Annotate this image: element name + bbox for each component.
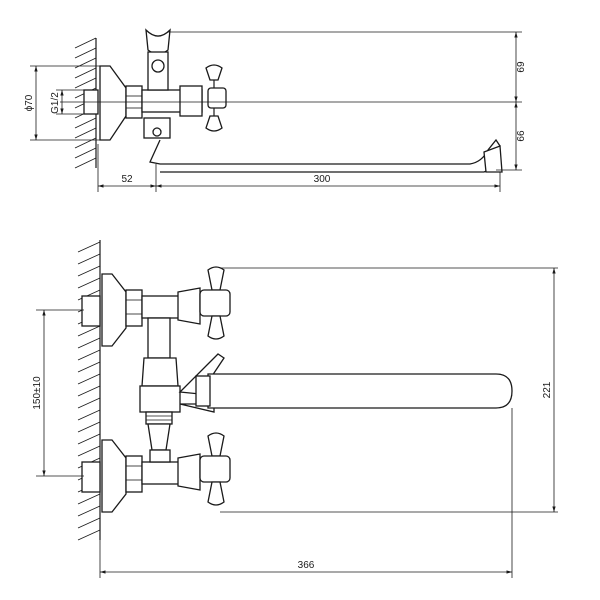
- label-flange-diameter: ϕ70: [24, 94, 35, 111]
- mixer-column: [139, 317, 181, 463]
- spout-front: [207, 373, 513, 409]
- dim-vertical-top: 69 66: [514, 32, 527, 170]
- dim-horizontal-top: 52 300: [97, 144, 501, 192]
- cross-handle-upper: [199, 266, 231, 340]
- dim-total-length: 366: [100, 560, 512, 574]
- shower-holder: [145, 28, 171, 55]
- cross-handle-lower: [199, 432, 231, 506]
- upper-inlet: [81, 273, 201, 347]
- label-wall-offset: 52: [121, 174, 133, 185]
- label-inlet-spacing: 150±10: [32, 376, 43, 410]
- aerator: [483, 145, 503, 173]
- dim-thread: G1/2: [50, 89, 84, 115]
- dim-total-height: 221: [542, 268, 556, 512]
- dim-inlet-spacing: 150±10: [32, 310, 46, 476]
- front-view: 150±10 221 366: [32, 240, 558, 578]
- label-spout-length: 300: [314, 174, 331, 185]
- valve-housing: [179, 85, 203, 117]
- wall-hatch-front: [77, 240, 101, 541]
- lower-inlet: [81, 439, 201, 513]
- top-view: ϕ70 G1/2 52 300 69 66: [24, 28, 527, 192]
- label-thread: G1/2: [50, 92, 61, 114]
- diverter-knob: [151, 59, 165, 73]
- dim-flange-diameter: ϕ70: [24, 65, 108, 141]
- cross-handle-top: [205, 64, 227, 132]
- wall-hatch-top: [74, 37, 97, 169]
- label-total-height: 221: [542, 381, 553, 398]
- label-height-top: 69: [516, 61, 527, 73]
- label-height-spout: 66: [516, 130, 527, 142]
- label-total-length: 366: [298, 560, 315, 571]
- flange: [99, 65, 127, 141]
- spout: [149, 138, 501, 173]
